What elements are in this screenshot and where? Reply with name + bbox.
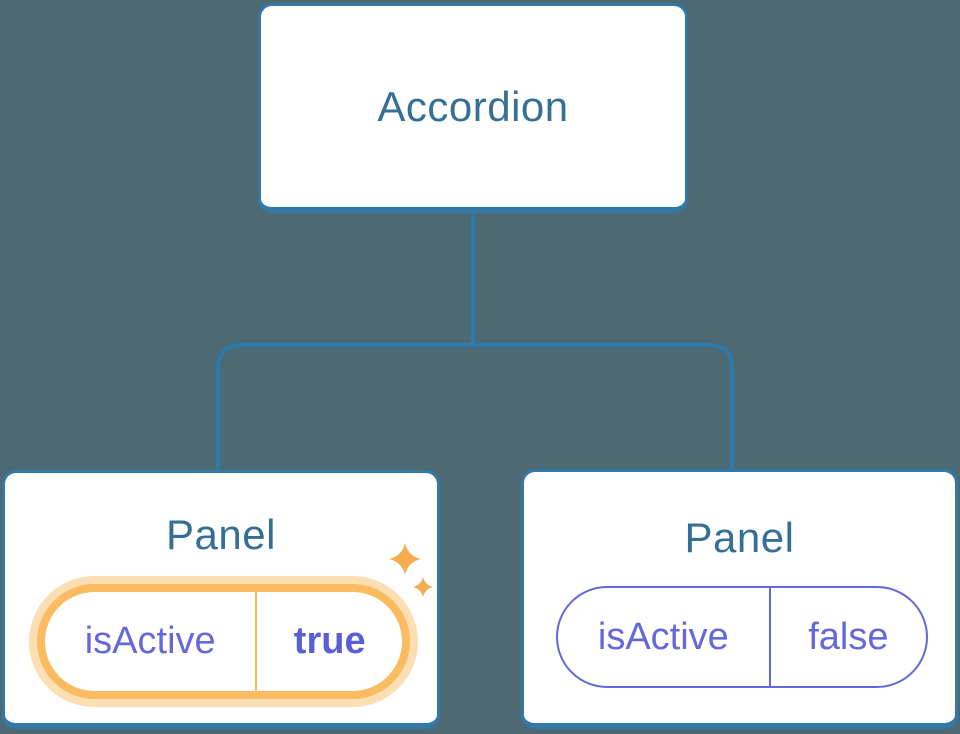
panel-title: Panel (166, 511, 276, 558)
state-pill: isActive false (556, 586, 928, 688)
state-value-label: true (293, 620, 366, 662)
state-key-label: isActive (558, 588, 771, 686)
accordion-node-label: Accordion (377, 82, 569, 130)
sparkles-icon (389, 543, 433, 597)
state-pill-ring: isActive true (37, 584, 410, 699)
panel-node-active: Panel isActive true (2, 470, 440, 729)
state-pill-active: isActive true (29, 576, 418, 707)
panel-node-inactive: Panel isActive false (521, 469, 958, 729)
state-value-label: false (808, 615, 889, 658)
sparkle-large (389, 543, 421, 575)
state-key-label: isActive (45, 592, 258, 691)
connector-branch (216, 343, 734, 470)
panel-title: Panel (684, 514, 795, 561)
accordion-node: Accordion (258, 3, 688, 213)
sparkle-small (413, 577, 433, 597)
